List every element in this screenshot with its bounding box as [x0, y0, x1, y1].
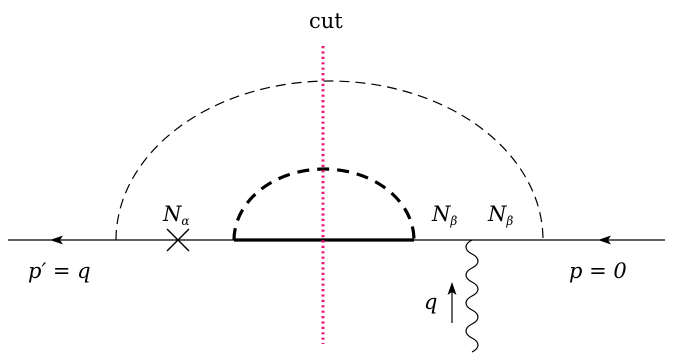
cross-vertex-icon: [166, 228, 190, 252]
inner-dashed-loop: [232, 167, 416, 241]
p-equals-zero-label: p = 0: [569, 259, 627, 283]
n-beta-left-label: Nβ: [432, 202, 458, 228]
arrow-right-segment-icon: [598, 235, 611, 245]
n-beta-left-sub: β: [450, 214, 458, 228]
outer-dashed-loop: [115, 80, 544, 241]
p-prime-equals-q-label: p′ = q: [28, 259, 91, 283]
n-alpha-sub: α: [181, 214, 190, 228]
n-beta-right-label: Nβ: [488, 202, 514, 228]
momentum-arrow-up-icon: [447, 282, 457, 295]
n-beta-right-base: N: [488, 202, 507, 226]
n-beta-left-base: N: [432, 202, 451, 226]
n-alpha-base: N: [163, 202, 182, 226]
arrow-left-icon: [50, 235, 63, 245]
cut-label: cut: [309, 9, 343, 33]
q-momentum-label: q: [424, 290, 438, 314]
n-alpha-label: Nα: [163, 202, 190, 228]
photon-line: [465, 239, 479, 353]
n-beta-right-sub: β: [506, 214, 514, 228]
